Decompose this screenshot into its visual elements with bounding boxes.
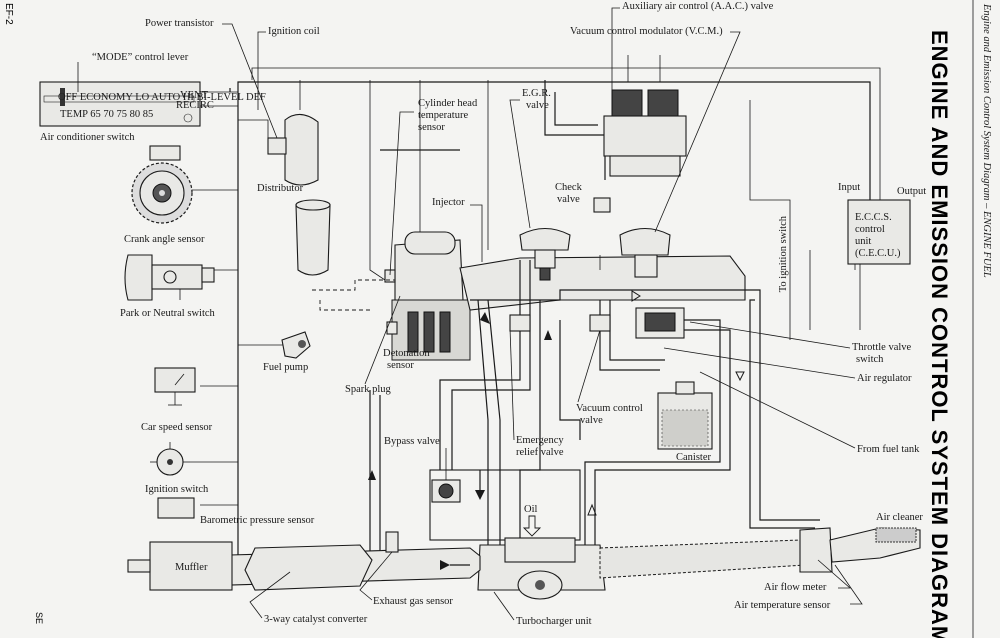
distributor-label: Distributor: [257, 183, 304, 194]
barometric-label: Barometric pressure sensor: [200, 515, 315, 526]
footer-mark: SE: [34, 612, 44, 624]
injector-label: Injector: [432, 197, 465, 208]
detonation-label-1: Detonation: [383, 348, 430, 359]
crank-angle-sensor-icon: [131, 145, 193, 224]
egr-valve-icon: [519, 227, 571, 281]
flow-arrows: [368, 290, 745, 570]
ac-switch-label: Air conditioner switch: [40, 132, 135, 143]
cyl-head-label-3: sensor: [418, 122, 445, 133]
distributor-icon: [267, 113, 331, 276]
vent-label: VENT: [180, 90, 209, 101]
engine-block: [384, 231, 471, 361]
car-speed-label: Car speed sensor: [141, 422, 213, 433]
egr-label-2: valve: [526, 100, 549, 111]
throttle-label-1: Throttle valve: [852, 342, 912, 353]
recirc-label: RECIRC: [176, 100, 214, 111]
canister-label: Canister: [676, 452, 711, 463]
mode-lever-label: “MODE” control lever: [92, 52, 189, 63]
page-title: ENGINE AND EMISSION CONTROL SYSTEM DIAGR…: [927, 30, 952, 638]
to-ignition-label: To ignition switch: [778, 215, 789, 292]
fuel-pump-icon: [281, 331, 311, 359]
coil-wire: [319, 300, 370, 311]
park-neutral-label: Park or Neutral switch: [120, 308, 216, 319]
aac-vcm-assembly-icon: [603, 89, 687, 278]
spark-plug-label: Spark plug: [345, 384, 392, 395]
mode-control-panel: OFF ECONOMY LO AUTO HI BI-LEVEL DEF TEMP…: [39, 81, 266, 127]
input-label: Input: [838, 182, 860, 193]
distributor-wire: [312, 279, 395, 291]
side-caption: Engine and Emission Control System Diagr…: [981, 3, 992, 278]
ignition-coil-label: Ignition coil: [268, 26, 320, 37]
air-cleaner-label: Air cleaner: [876, 512, 923, 523]
emergency-relief-icon: [509, 314, 531, 332]
vcv-label-2: valve: [580, 415, 603, 426]
fuel-tank-label: From fuel tank: [857, 444, 920, 455]
bypass-label: Bypass valve: [384, 436, 440, 447]
air-regulator-label: Air regulator: [857, 373, 912, 384]
emergency-label-1: Emergency: [516, 435, 564, 446]
check-valve-label-2: valve: [557, 194, 580, 205]
air-temp-label: Air temperature sensor: [734, 600, 831, 611]
car-speed-sensor-icon: [154, 367, 196, 406]
intake-pipe: [599, 527, 921, 579]
vcm-label: Vacuum control modulator (V.C.M.): [570, 26, 723, 37]
barometric-sensor-icon: [157, 497, 195, 519]
cyl-head-label-2: temperature: [418, 110, 468, 121]
exhaust-pipe: [127, 531, 481, 591]
aac-label: Auxiliary air control (A.A.C.) valve: [622, 1, 774, 12]
bypass-valve-icon: [431, 479, 461, 503]
throttle-chamber-icon: [635, 307, 685, 339]
check-valve-icon: [593, 197, 611, 213]
throttle-label-2: switch: [856, 354, 884, 365]
egr-label-1: E.G.R.: [522, 88, 551, 99]
eccs-label-2: control: [855, 224, 885, 235]
output-label: Output: [897, 186, 926, 197]
eccs-label-1: E.C.C.S.: [855, 212, 892, 223]
eccs-label-3: unit: [855, 236, 871, 247]
mode-scale: OFF ECONOMY LO AUTO HI BI-LEVEL DEF: [58, 92, 266, 103]
crank-angle-label: Crank angle sensor: [124, 234, 205, 245]
vcv-label-1: Vacuum control: [576, 403, 643, 414]
ignition-switch-label: Ignition switch: [145, 484, 209, 495]
oil-label: Oil: [524, 504, 538, 515]
page-number: EF-2: [3, 3, 14, 25]
turbocharger-icon: [477, 537, 606, 600]
park-neutral-switch-icon: [124, 254, 215, 301]
ignition-switch-icon: [150, 442, 190, 476]
canister-icon: [657, 381, 713, 450]
turbocharger-label: Turbocharger unit: [516, 616, 592, 627]
air-flow-label: Air flow meter: [764, 582, 827, 593]
vacuum-control-valve-icon: [589, 314, 611, 332]
fuel-pump-label: Fuel pump: [263, 362, 308, 373]
eccs-label-4: (C.E.C.U.): [855, 248, 901, 259]
eccs-unit-box: [847, 199, 911, 265]
check-valve-label-1: Check: [555, 182, 583, 193]
catalyst-label: 3-way catalyst converter: [264, 614, 368, 625]
power-transistor-label: Power transistor: [145, 18, 214, 29]
temp-scale: TEMP 65 70 75 80 85: [60, 109, 153, 120]
exhaust-gas-label: Exhaust gas sensor: [373, 596, 453, 607]
detonation-label-2: sensor: [387, 360, 414, 371]
muffler-label: Muffler: [175, 562, 208, 573]
emergency-label-2: relief valve: [516, 447, 564, 458]
cyl-head-label-1: Cylinder head: [418, 98, 478, 109]
